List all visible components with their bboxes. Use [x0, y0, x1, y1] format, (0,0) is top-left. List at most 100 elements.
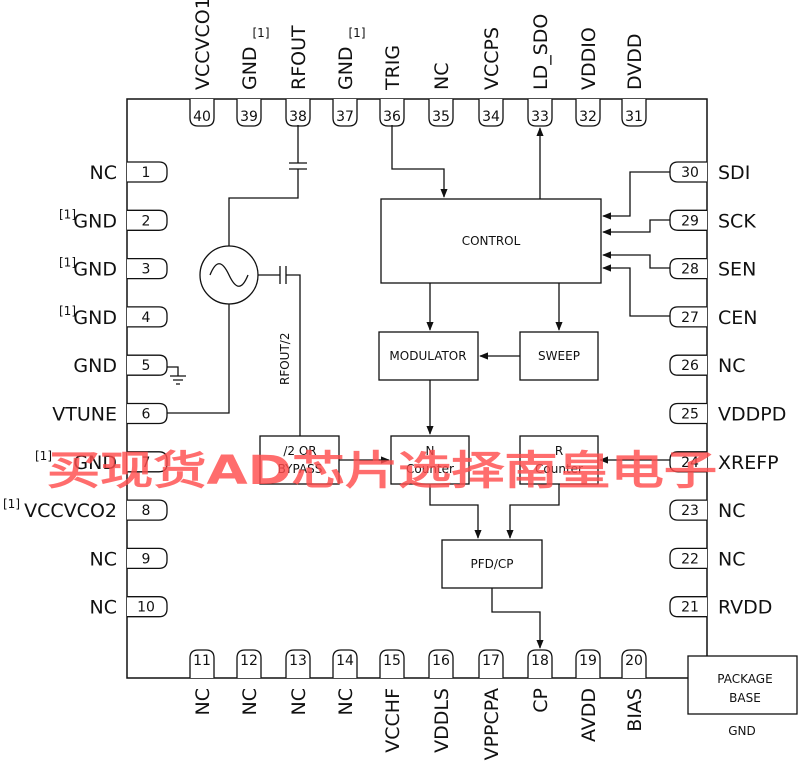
- package-base-line2: BASE: [729, 691, 761, 705]
- left-pin-column: 1NC2GND[1]3GND[1]4GND[1]5GND6VTUNE7GND[1…: [3, 161, 168, 619]
- control-label: CONTROL: [462, 234, 521, 248]
- pin-number: 10: [137, 600, 155, 616]
- pin-pad: [127, 306, 168, 328]
- ground-symbol: [167, 366, 186, 385]
- pin-name: VDDIO: [578, 27, 600, 90]
- pin-number: 4: [142, 310, 151, 326]
- control-block: CONTROL: [380, 198, 602, 284]
- modulator-block: MODULATOR: [378, 331, 479, 381]
- pin-name: VPPCPA: [481, 688, 503, 760]
- pin-number: 40: [193, 109, 211, 125]
- package-base: PACKAGE BASE GND: [687, 655, 798, 738]
- pin-pad: [127, 451, 168, 473]
- watermark-text: 买现货AD芯片选择南皇电子: [47, 448, 717, 494]
- pin-footnote: [1]: [59, 304, 76, 318]
- pin-35: 35 NC: [428, 63, 454, 127]
- pin-pad: [575, 99, 601, 127]
- pin-name: NC: [90, 548, 117, 570]
- pin-name: TRIG: [382, 45, 404, 91]
- pin-pad: [379, 649, 405, 678]
- pfd-cp-label: PFD/CP: [470, 557, 513, 571]
- pin-number: 2: [142, 213, 151, 229]
- pin-pad: [127, 209, 168, 231]
- pin-footnote: [1]: [349, 26, 366, 40]
- sdi-wire: [602, 171, 670, 220]
- pin-pad: [621, 99, 647, 127]
- pin-pad: [285, 649, 311, 678]
- pin-pad: [669, 499, 707, 521]
- r-counter-block: R Counter: [519, 435, 599, 485]
- pin-number: 39: [240, 109, 258, 125]
- pin-pad: [127, 547, 168, 570]
- pin-name: GND: [73, 452, 117, 474]
- pin-22: 22 NC: [669, 547, 745, 570]
- divider-block: /2 OR BYPASS: [259, 435, 340, 485]
- pin-name: GND: [335, 46, 357, 90]
- pin-pad: [189, 99, 215, 127]
- pin-name: VTUNE: [52, 404, 117, 426]
- pin-number: 16: [432, 653, 450, 669]
- pin-footnote: [1]: [3, 497, 20, 511]
- pin-pad: [236, 649, 262, 678]
- pin-4: 4 GND[1]: [59, 304, 168, 329]
- pin-number: 25: [681, 407, 699, 423]
- pin-name: GND: [73, 210, 117, 232]
- r-counter-to-pfd: [506, 484, 560, 539]
- pin-pad: [527, 99, 553, 127]
- pin-number: 20: [625, 653, 643, 669]
- pin-name: RFOUT: [288, 25, 310, 90]
- pin-pad: [527, 649, 553, 678]
- pin-name: SDI: [718, 162, 750, 184]
- cen-wire: [602, 264, 670, 317]
- pin-name: NC: [90, 162, 117, 184]
- rfout-capacitor: [228, 125, 307, 246]
- pin-number: 19: [579, 653, 597, 669]
- pin-number: 11: [193, 653, 211, 669]
- pin-number: 36: [383, 109, 401, 125]
- pin-pad: [189, 649, 215, 678]
- pin-9: 9 NC: [90, 547, 168, 570]
- pin-number: 22: [681, 551, 699, 567]
- pin-number: 14: [336, 653, 354, 669]
- pin-number: 28: [681, 262, 699, 278]
- pin-pad: [332, 649, 358, 678]
- pin-number: 37: [336, 109, 354, 125]
- pin-pad: [428, 99, 454, 127]
- pin-name: NC: [288, 688, 310, 715]
- pin-pad: [669, 306, 707, 328]
- pin-name: VCCHF: [382, 688, 404, 753]
- pin-1: 1NC: [90, 161, 168, 184]
- pfd-to-cp: [491, 588, 544, 649]
- pin-name: NC: [431, 63, 453, 90]
- pin-number: 29: [681, 213, 699, 229]
- sen-wire: [602, 251, 670, 269]
- pin-name: CP: [530, 688, 552, 713]
- pin-number: 38: [289, 109, 307, 125]
- pin-38: 38 RFOUT: [285, 25, 311, 127]
- pin-pad: [127, 354, 168, 376]
- pin-number: 9: [142, 551, 151, 567]
- pin-name: NC: [718, 548, 745, 570]
- pin-number: 35: [432, 109, 450, 125]
- pin-number: 5: [142, 358, 151, 374]
- pin-name: VDDLS: [431, 688, 453, 753]
- pin-name: GND: [73, 355, 117, 377]
- pin-name: GND: [73, 307, 117, 329]
- pin-name: VCCPS: [481, 27, 503, 90]
